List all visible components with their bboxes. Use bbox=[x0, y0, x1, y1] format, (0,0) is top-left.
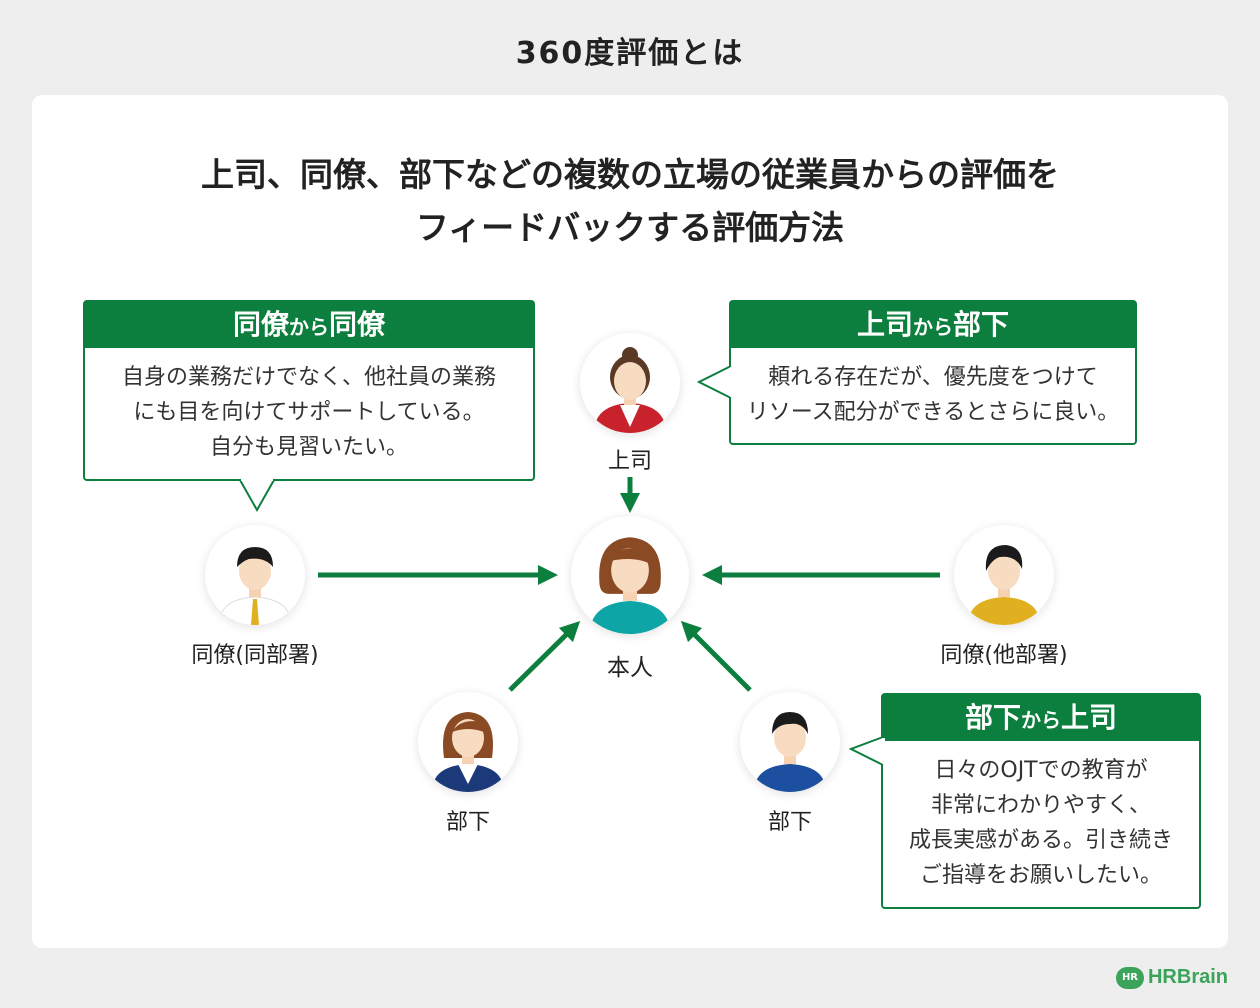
sub-left-avatar bbox=[418, 692, 518, 792]
boss-bubble-tail bbox=[697, 365, 733, 399]
boss-title-from: 上司 bbox=[856, 308, 913, 341]
peer-same-label: 同僚(同部署) bbox=[191, 643, 319, 668]
sub-text-line: 日々のOJTでの教育が bbox=[934, 758, 1148, 783]
sub-right-avatar bbox=[740, 692, 840, 792]
peer-bubble-tail bbox=[239, 478, 275, 513]
boss-text-line: 頼れる存在だが、優先度をつけて bbox=[768, 365, 1098, 390]
peer-text-line: 自身の業務だけでなく、他社員の業務 bbox=[121, 365, 496, 390]
sub-feedback-bubble: 部下から上司 日々のOJTでの教育が 非常にわかりやすく、 成長実感がある。引き… bbox=[881, 693, 1201, 909]
peer-other-label: 同僚(他部署) bbox=[940, 643, 1068, 668]
peer-title-connector: から bbox=[289, 315, 329, 339]
sub-text-line: 非常にわかりやすく、 bbox=[930, 793, 1151, 818]
page-title: 360度評価とは bbox=[515, 36, 745, 71]
sub-title-to: 上司 bbox=[1061, 701, 1118, 734]
sub-bubble-title: 部下から上司 bbox=[883, 695, 1199, 741]
boss-avatar bbox=[580, 333, 680, 433]
peer-bubble-title: 同僚から同僚 bbox=[85, 302, 533, 348]
sub-bubble-text: 日々のOJTでの教育が 非常にわかりやすく、 成長実感がある。引き続き ご指導を… bbox=[883, 741, 1199, 893]
headline-line-1: 上司、同僚、部下などの複数の立場の従業員からの評価を bbox=[201, 155, 1059, 194]
sub-bubble-tail bbox=[849, 736, 885, 766]
peer-title-from: 同僚 bbox=[232, 308, 289, 341]
sub-title-connector: から bbox=[1021, 708, 1061, 732]
logo-text: HRBrain bbox=[1147, 966, 1228, 988]
hrbrain-logo: HR HRBrain bbox=[1115, 966, 1228, 989]
logo-mark-icon: HR bbox=[1115, 966, 1144, 989]
peer-other-avatar bbox=[954, 525, 1054, 625]
boss-text-line: リソース配分ができるとさらに良い。 bbox=[746, 400, 1120, 425]
headline: 上司、同僚、部下などの複数の立場の従業員からの評価を フィードバックする評価方法 bbox=[32, 148, 1228, 254]
arrow-sub-left-to-center bbox=[508, 620, 581, 692]
sub-text-line: 成長実感がある。引き続き bbox=[908, 828, 1173, 853]
sub-left-label: 部下 bbox=[445, 810, 490, 835]
headline-line-2: フィードバックする評価方法 bbox=[415, 208, 845, 247]
peer-text-line: 自分も見習いたい。 bbox=[209, 435, 408, 460]
boss-title-connector: から bbox=[913, 315, 953, 339]
sub-text-line: ご指導をお願いしたい。 bbox=[919, 863, 1162, 888]
boss-title-to: 部下 bbox=[953, 308, 1010, 341]
peer-bubble-text: 自身の業務だけでなく、他社員の業務 にも目を向けてサポートしている。 自分も見習… bbox=[85, 348, 533, 465]
sub-right-label: 部下 bbox=[767, 810, 812, 835]
center-label: 本人 bbox=[607, 655, 653, 681]
peer-feedback-bubble: 同僚から同僚 自身の業務だけでなく、他社員の業務 にも目を向けてサポートしている… bbox=[83, 300, 535, 481]
boss-label: 上司 bbox=[607, 449, 652, 474]
boss-bubble-title: 上司から部下 bbox=[731, 302, 1135, 348]
center-avatar bbox=[571, 516, 689, 634]
boss-feedback-bubble: 上司から部下 頼れる存在だが、優先度をつけて リソース配分ができるとさらに良い。 bbox=[729, 300, 1137, 445]
peer-text-line: にも目を向けてサポートしている。 bbox=[133, 400, 485, 425]
peer-same-avatar bbox=[205, 525, 305, 625]
boss-bubble-text: 頼れる存在だが、優先度をつけて リソース配分ができるとさらに良い。 bbox=[731, 348, 1135, 430]
sub-title-from: 部下 bbox=[964, 701, 1021, 734]
arrow-sub-right-to-center bbox=[680, 620, 752, 692]
peer-title-to: 同僚 bbox=[329, 308, 386, 341]
